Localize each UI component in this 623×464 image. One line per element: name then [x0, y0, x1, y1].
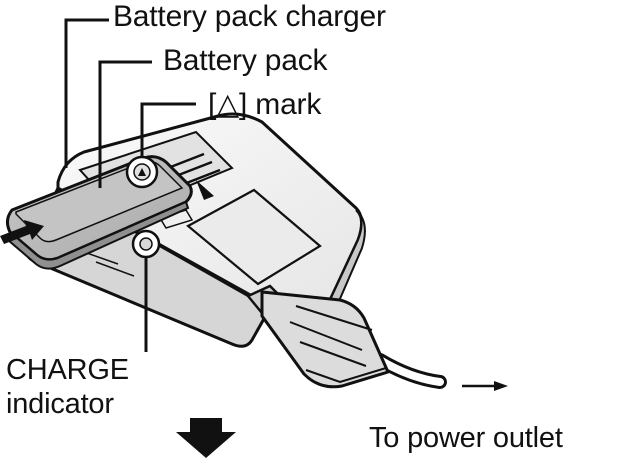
leader-lines — [64, 18, 196, 352]
leader-mark — [140, 102, 196, 157]
label-charge-line2: indicator — [6, 388, 114, 420]
leader-pack — [98, 60, 152, 188]
arrow-right-icon — [462, 381, 508, 391]
label-battery-pack: Battery pack — [163, 44, 328, 77]
charge-indicator-led — [131, 229, 161, 259]
label-power-outlet: To power outlet — [369, 422, 563, 454]
label-charge-line1: CHARGE — [6, 354, 129, 386]
arrow-down-icon — [176, 418, 236, 458]
mark-bracket-close: ] mark — [239, 88, 322, 121]
label-battery-charger: Battery pack charger — [113, 0, 386, 33]
triangle-symbol: △ — [216, 88, 240, 121]
leader-charger — [64, 18, 109, 168]
triangle-mark — [125, 155, 159, 189]
label-triangle-mark: [△] mark — [208, 90, 321, 120]
mark-bracket-open: [ — [208, 88, 217, 121]
power-cord — [246, 284, 447, 389]
arrow-right-icon — [0, 220, 44, 244]
